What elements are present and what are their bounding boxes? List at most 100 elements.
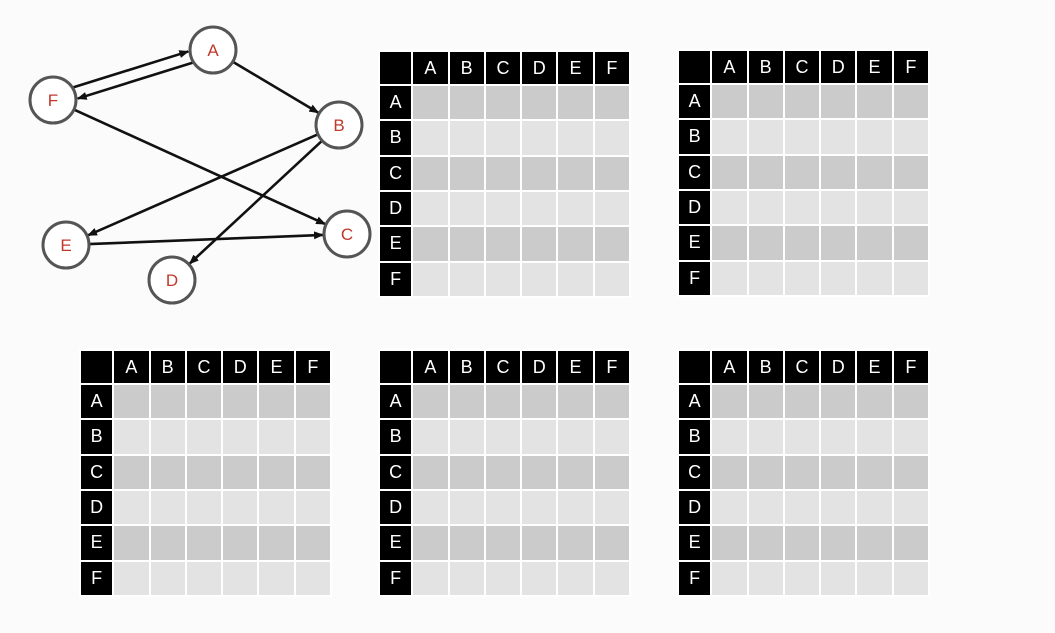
matrix-cell-a-c [485,86,521,120]
matrix-cell-a-d [522,385,557,419]
matrix-cell-c-b [748,155,783,189]
matrix-cell-d-a [413,191,448,226]
matrix-cell-b-e [857,120,892,154]
node-a: A [188,25,238,75]
column-header-a: A [413,52,448,84]
matrix-cell-f-b [449,561,484,595]
matrix-cell-b-b [449,420,484,454]
matrix-cell-d-e [857,190,892,225]
column-header-c: C [784,51,820,83]
matrix-cell-a-c [485,385,521,419]
matrix-cell-a-b [748,85,783,119]
matrix-row: F [679,561,928,595]
matrix-cell-f-d [522,262,557,296]
matrix-cell-f-a [712,561,747,595]
matrix-cell-e-b [748,226,783,260]
row-header-a: A [380,385,412,419]
node-circle [41,220,91,270]
matrix-row: C [380,156,629,190]
matrix-cell-b-d [821,120,856,154]
row-header-c: C [679,155,711,189]
matrix-cell-e-f [594,227,629,261]
matrix-cell-f-d [223,561,258,595]
row-header-e: E [380,227,412,261]
matrix-row: B [380,121,629,155]
matrix-cell-c-d [821,455,856,489]
column-header-a: A [712,351,747,383]
matrix-cell-c-a [413,156,448,190]
column-header-d: D [223,351,258,383]
matrix-cell-a-a [413,86,448,120]
matrix-cell-a-e [857,385,892,419]
matrix-cell-b-e [558,121,593,155]
matrix-cell-c-b [748,455,783,489]
matrix-cell-e-a [413,227,448,261]
matrix-cell-d-b [150,490,185,525]
matrix-row: E [380,526,629,560]
matrix-cell-e-d [821,526,856,560]
column-header-e: E [857,351,892,383]
matrix-cell-c-f [594,455,629,489]
row-header-d: D [380,191,412,226]
matrix-cell-f-b [150,561,185,595]
matrix-cell-f-c [485,561,521,595]
row-header-a: A [679,385,711,419]
edge-a-b [232,60,320,114]
matrix-cell-f-c [784,561,820,595]
matrix-cell-a-f [594,385,629,419]
matrix-cell-e-e [857,526,892,560]
matrix-cell-b-d [522,121,557,155]
matrix-cell-d-b [748,190,783,225]
matrix-cell-d-b [449,490,484,525]
edge-f-c [73,108,327,226]
matrix-cell-b-b [748,120,783,154]
matrix-cell-c-f [893,455,928,489]
matrix-cell-d-c [485,490,521,525]
row-header-b: B [380,420,412,454]
column-header-b: B [449,351,484,383]
row-header-b: B [679,420,711,454]
column-header-f: F [295,351,330,383]
matrix-cell-f-c [784,261,820,295]
matrix-cell-f-f [893,261,928,295]
matrix-cell-e-d [522,227,557,261]
matrix-cell-e-e [259,526,294,560]
column-header-c: C [485,351,521,383]
matrix-cell-c-f [594,156,629,190]
edge-e-c [88,231,325,246]
column-header-a: A [413,351,448,383]
matrix-cell-e-f [295,526,330,560]
matrix-cell-e-f [893,526,928,560]
matrix-cell-d-c [784,190,820,225]
matrix-cell-b-c [485,420,521,454]
matrix-cell-d-a [712,190,747,225]
row-header-f: F [380,561,412,595]
matrix-row: F [679,261,928,295]
matrix-cell-d-e [558,490,593,525]
matrix-cell-f-e [558,262,593,296]
matrix-cell-c-d [223,455,258,489]
node-label: C [341,225,353,244]
matrix-cell-b-f [295,420,330,454]
matrix-cell-a-c [784,85,820,119]
matrix-row: C [679,455,928,489]
matrix-cell-e-d [522,526,557,560]
matrix-cell-e-b [449,227,484,261]
matrix-cell-c-e [857,455,892,489]
matrix-cell-c-e [857,155,892,189]
matrix-cell-c-c [186,455,222,489]
matrix-row: C [679,155,928,189]
matrix-cell-a-c [186,385,222,419]
matrix-cell-a-e [259,385,294,419]
matrix-cell-e-c [784,226,820,260]
row-header-f: F [679,561,711,595]
matrix-cell-a-d [821,85,856,119]
matrix-cell-a-f [295,385,330,419]
row-header-d: D [679,490,711,525]
edge-b-e [87,133,319,237]
matrix-row: F [380,262,629,296]
matrix-cell-c-c [784,155,820,189]
matrix-row: B [81,420,330,454]
matrix-cell-f-e [857,561,892,595]
